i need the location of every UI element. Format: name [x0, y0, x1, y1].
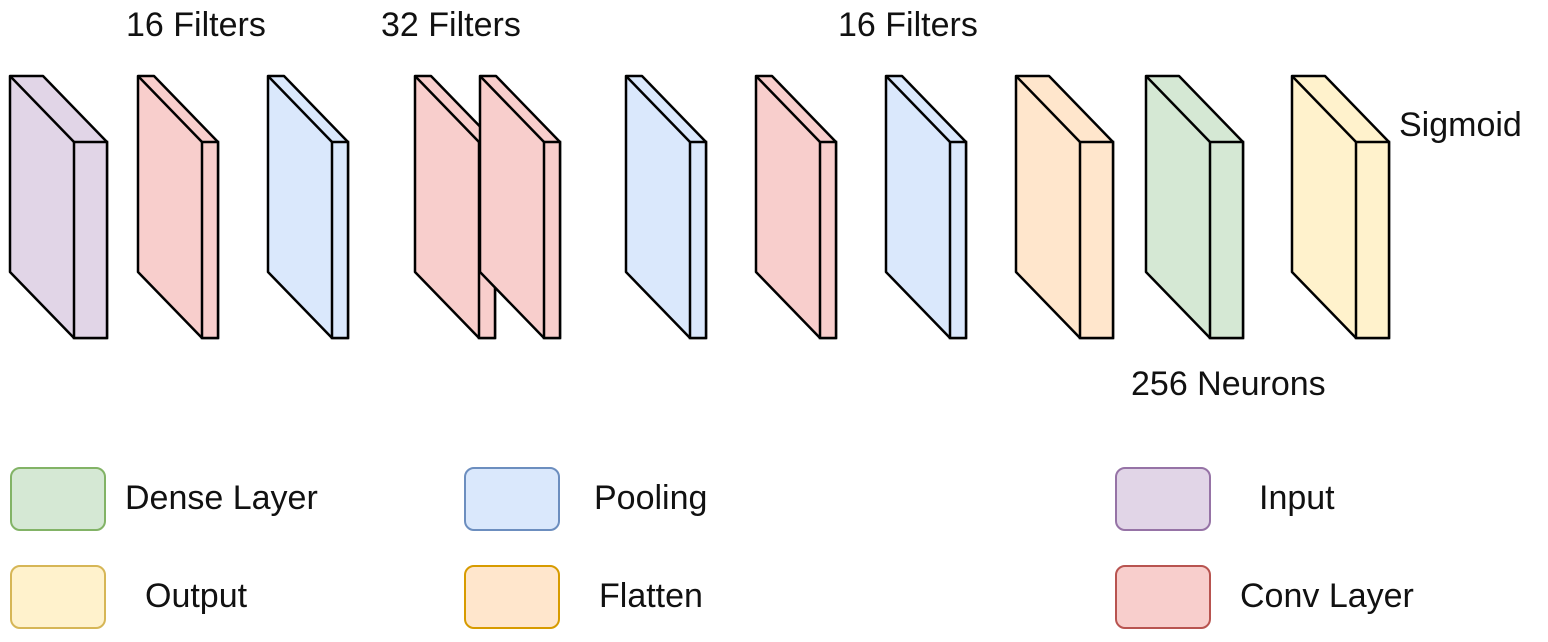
annotation-32-filters: 32 Filters [381, 6, 521, 44]
layer-block-conv [136, 74, 220, 340]
legend-label-output: Output [145, 577, 248, 615]
annotation-16-filters-first: 16 Filters [126, 6, 266, 44]
legend-swatch-pooling [464, 467, 560, 531]
layer-block-pool [266, 74, 350, 340]
annotation-16-filters-second: 16 Filters [838, 6, 978, 44]
legend-swatch-output [10, 565, 106, 629]
layer-block-output [1290, 74, 1391, 340]
legend-label-pooling: Pooling [594, 479, 708, 517]
layer-block-pool [624, 74, 708, 340]
annotation-sigmoid: Sigmoid [1399, 106, 1522, 144]
legend-swatch-flatten [464, 565, 560, 629]
layer-block-pool [884, 74, 968, 340]
legend-label-flatten: Flatten [599, 577, 703, 615]
legend-label-conv: Conv Layer [1240, 577, 1414, 615]
legend-label-input: Input [1259, 479, 1335, 517]
layer-block-dense [1144, 74, 1245, 340]
layer-block-flatten [1014, 74, 1115, 340]
legend-swatch-input [1115, 467, 1211, 531]
layer-block-conv [478, 74, 562, 340]
layer-block-conv [754, 74, 838, 340]
legend-swatch-dense [10, 467, 106, 531]
legend-label-dense: Dense Layer [125, 479, 318, 517]
legend-swatch-conv [1115, 565, 1211, 629]
annotation-256-neurons: 256 Neurons [1131, 365, 1326, 403]
layer-block-input [8, 74, 109, 340]
